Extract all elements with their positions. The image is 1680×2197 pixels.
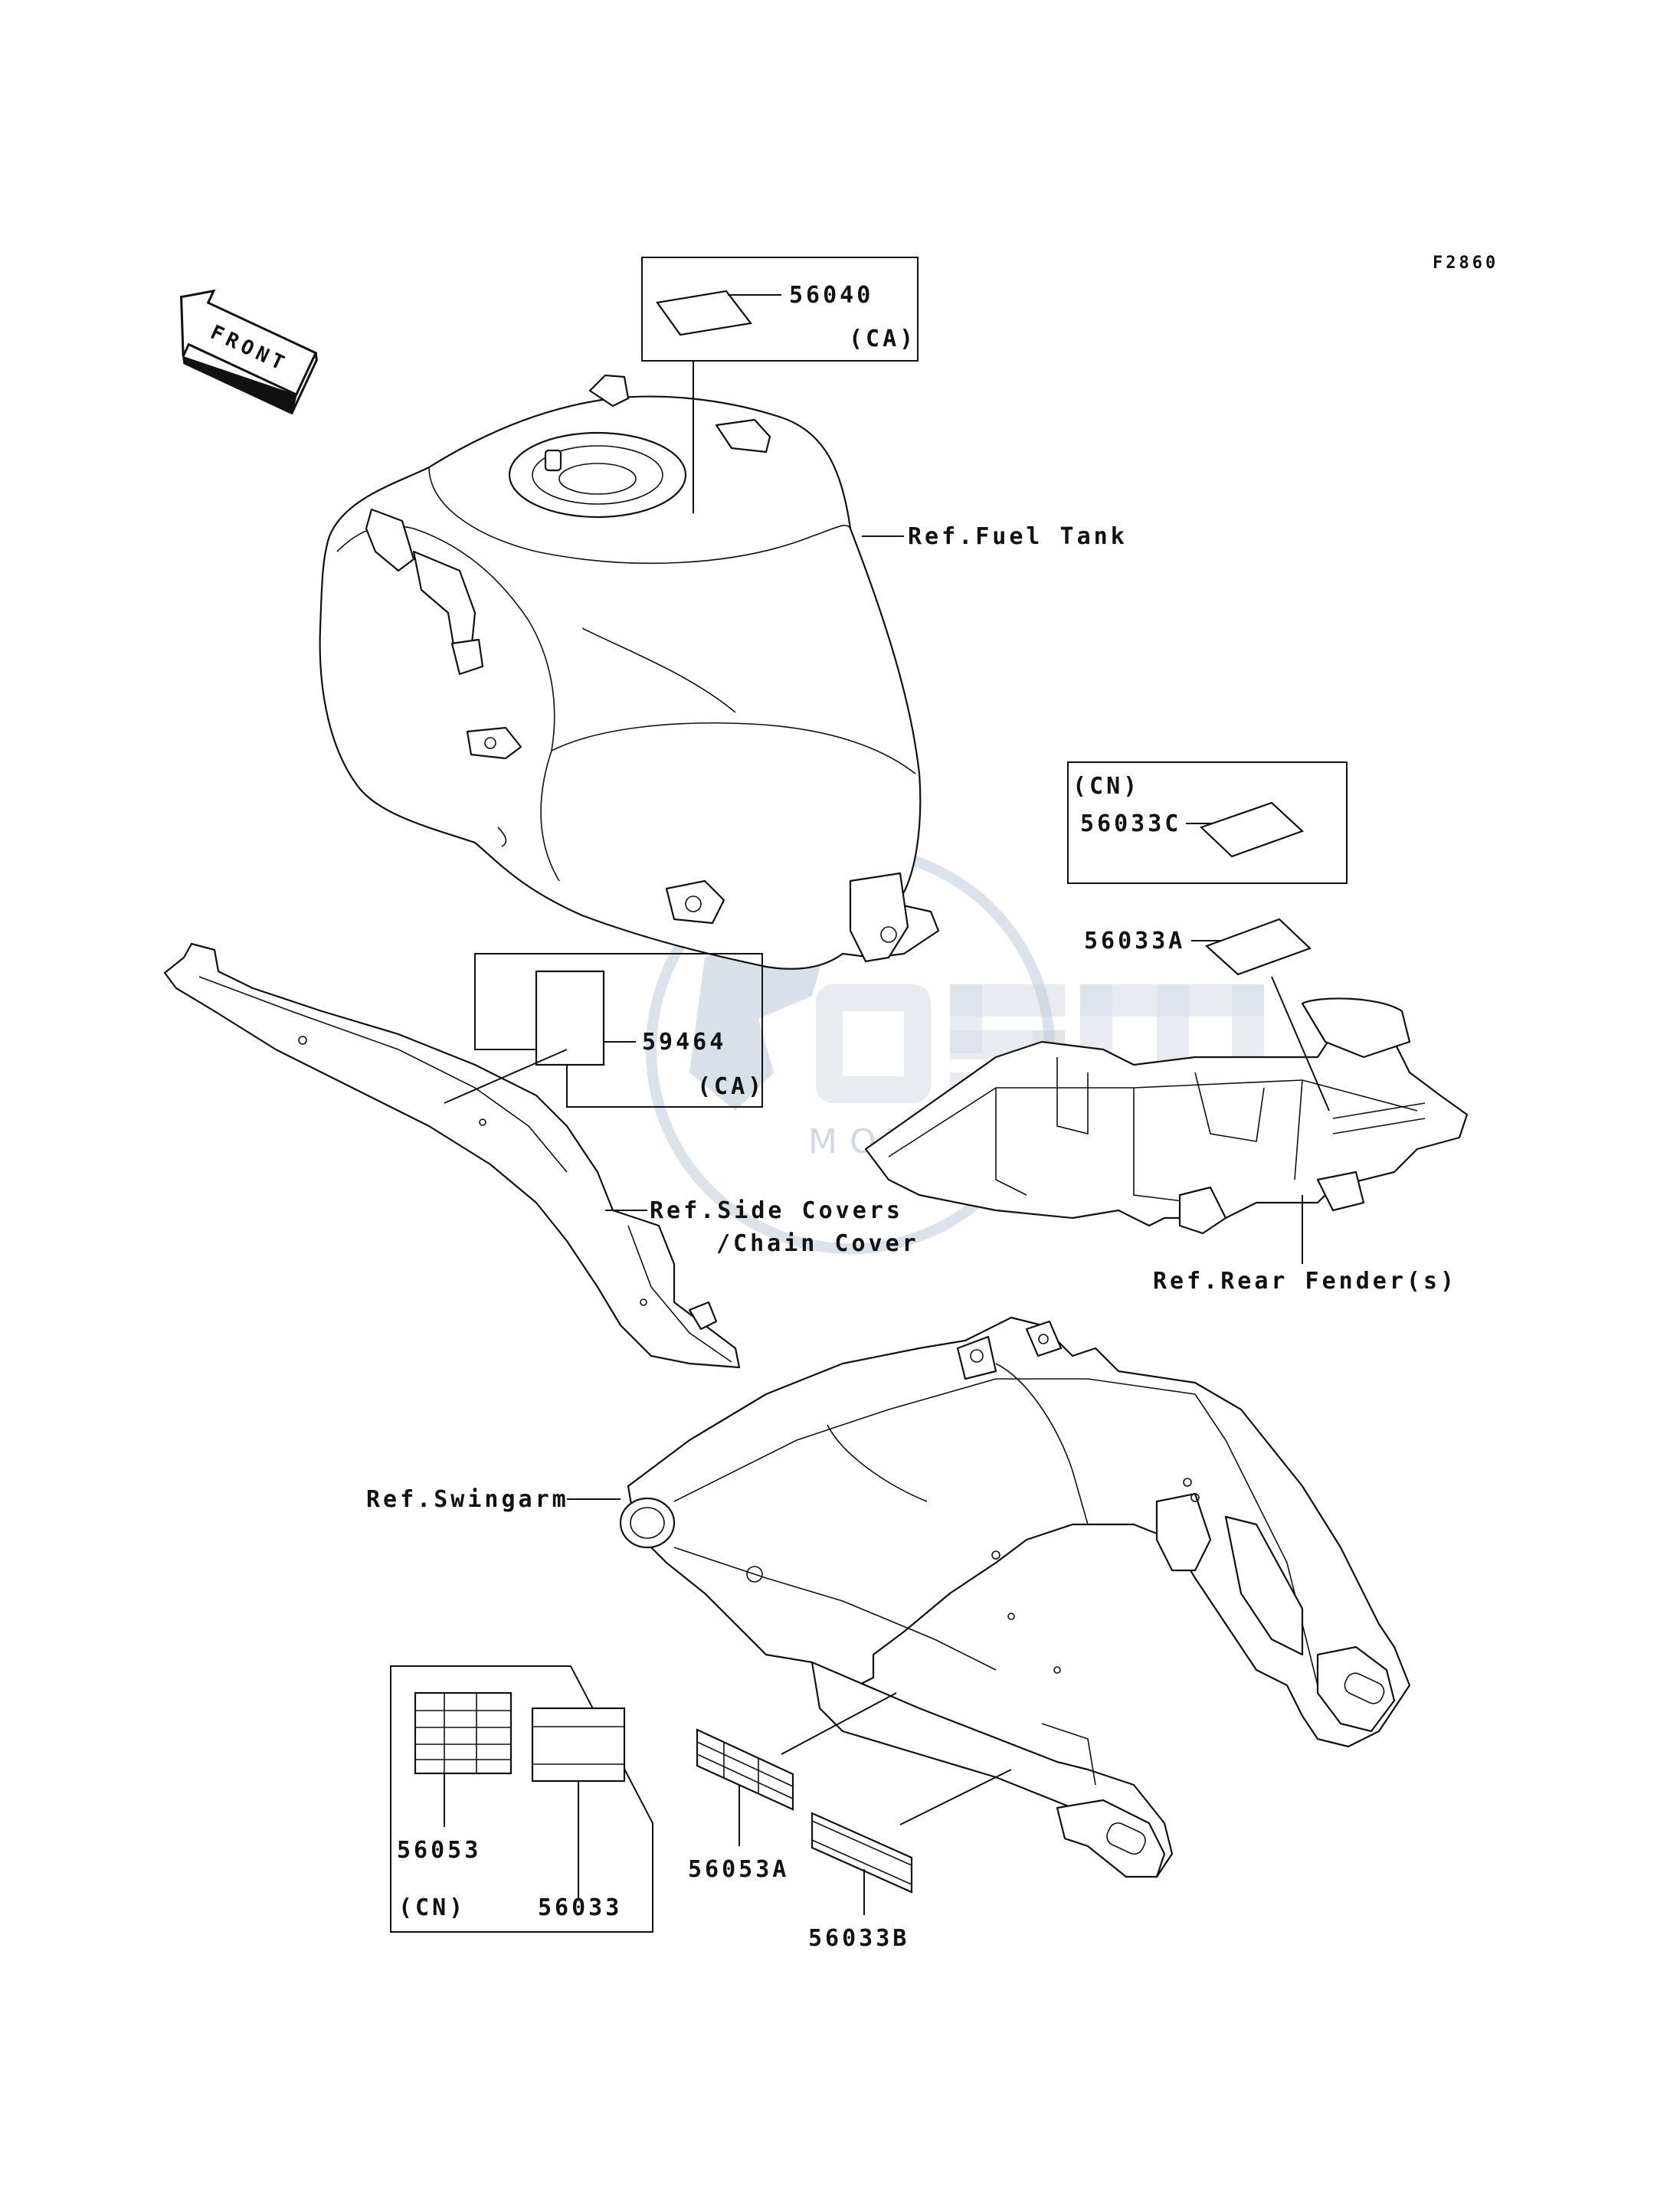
- callout-box-56040: [641, 257, 919, 362]
- part-number-56033C: 56033C: [1080, 810, 1181, 837]
- decal-56033B: [811, 1812, 913, 1894]
- decal-56053: [414, 1691, 513, 1775]
- decal-56040: [656, 290, 752, 336]
- region-code-ca-59464: (CA): [697, 1073, 765, 1100]
- callout-59464: 59464 (CA): [444, 953, 765, 1108]
- part-number-56033: 56033: [538, 1894, 622, 1921]
- ref-rear-fender: Ref.Rear Fender(s): [1153, 1195, 1457, 1295]
- callout-cn-56053-56033: 56053 (CN) 56033: [390, 1665, 653, 1933]
- part-number-56040: 56040: [789, 282, 873, 309]
- callout-56033A: 56033A: [1084, 918, 1330, 1112]
- part-number-56033A: 56033A: [1084, 928, 1185, 954]
- region-code-cn-56033C: (CN): [1073, 773, 1140, 800]
- callout-56040: 56040 (CA): [641, 257, 919, 513]
- ref-swingarm: Ref.Swingarm: [366, 1486, 621, 1513]
- callout-box-56033C: [1067, 761, 1348, 884]
- ref-chain-cover-label: /Chain Cover: [716, 1230, 919, 1257]
- part-number-59464: 59464: [642, 1029, 726, 1056]
- decal-56033A: [1204, 918, 1312, 976]
- decal-56033C: [1199, 801, 1305, 858]
- ref-side-covers-label: Ref.Side Covers: [650, 1197, 903, 1224]
- decal-59464: [535, 970, 605, 1066]
- ref-swingarm-label: Ref.Swingarm: [366, 1486, 569, 1513]
- ref-fuel-tank-label: Ref.Fuel Tank: [908, 523, 1128, 550]
- part-number-56053: 56053: [397, 1837, 481, 1864]
- watermark-letters: [816, 984, 1264, 1103]
- region-code-ca-56040: (CA): [849, 326, 916, 352]
- decal-56033: [531, 1707, 626, 1783]
- watermark: MOTORPARTS: [646, 845, 1264, 1254]
- front-arrow-icon: FRONT: [180, 289, 318, 415]
- region-code-cn-56053: (CN): [398, 1894, 466, 1921]
- callout-box-cn-56053: [390, 1665, 653, 1933]
- callout-56033C: (CN) 56033C: [1067, 761, 1348, 884]
- callout-56033B: 56033B: [808, 1769, 1012, 1952]
- part-number-56053A: 56053A: [688, 1856, 789, 1883]
- fuel-tank: [319, 374, 940, 970]
- ref-fuel-tank: Ref.Fuel Tank: [862, 523, 1128, 550]
- rear-fender: [864, 997, 1469, 1235]
- decal-56053A: [696, 1728, 794, 1811]
- diagram-code: F2860: [1433, 254, 1498, 273]
- swingarm: [619, 1316, 1411, 1878]
- part-number-56033B: 56033B: [808, 1925, 909, 1952]
- side-cover: [163, 942, 741, 1369]
- callout-box-59464: [474, 953, 763, 1108]
- ref-side-covers: Ref.Side Covers /Chain Cover: [605, 1197, 919, 1257]
- ref-rear-fender-label: Ref.Rear Fender(s): [1153, 1268, 1457, 1295]
- callout-56053A: 56053A: [688, 1692, 897, 1883]
